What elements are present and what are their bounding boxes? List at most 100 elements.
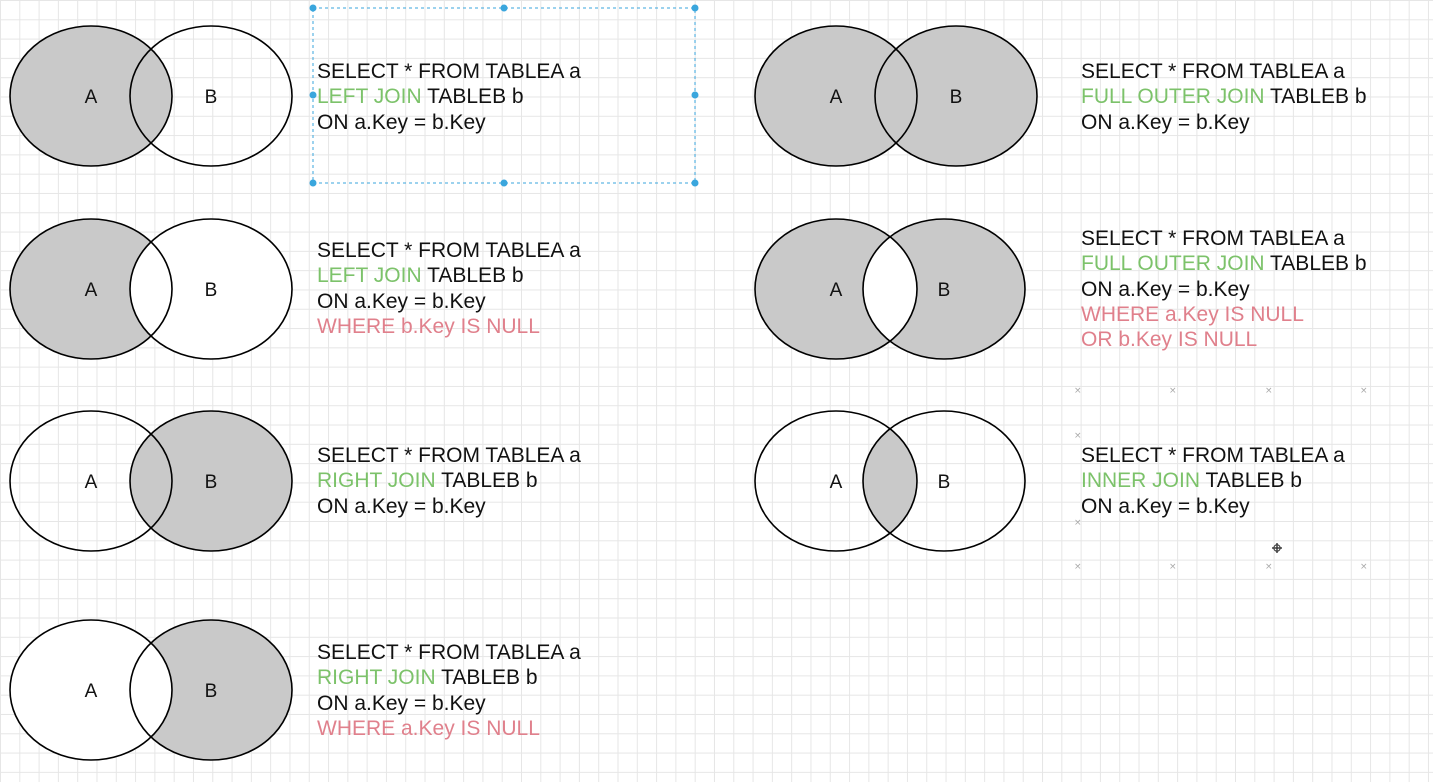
circle-b-outline [129, 218, 293, 360]
selection-box[interactable] [309, 4, 699, 187]
resize-handle-bottom-left[interactable] [309, 179, 317, 187]
shaded-set-b [130, 620, 292, 760]
sql-line: RIGHT JOIN TABLEB b [317, 468, 581, 493]
set-b-label: B [205, 280, 218, 301]
circle-b-outline [862, 218, 1026, 360]
sql-text: TABLEB b [1264, 85, 1367, 109]
join-keyword: INNER JOIN [1081, 469, 1201, 493]
sql-line: SELECT * FROM TABLEA a [1081, 443, 1345, 468]
sql-line: LEFT JOIN TABLEB b [317, 263, 581, 288]
grid-marker: × [1074, 431, 1082, 441]
sql-line: ON a.Key = b.Key [317, 289, 581, 314]
where-clause: WHERE a.Key IS NULL [317, 716, 540, 740]
set-b-label: B [950, 87, 963, 108]
unshaded-set-b [130, 219, 292, 359]
sql-line: ON a.Key = b.Key [317, 691, 581, 716]
sql-line: SELECT * FROM TABLEA a [317, 443, 581, 468]
sql-text: ON a.Key = b.Key [317, 494, 486, 518]
resize-handle-top-right[interactable] [691, 4, 699, 12]
sql-text: TABLEB b [1264, 252, 1367, 276]
sql-line: SELECT * FROM TABLEA a [317, 238, 581, 263]
move-cursor-icon [1272, 543, 1282, 553]
resize-handle-bottom-right[interactable] [691, 179, 699, 187]
shaded-set-b [130, 411, 292, 551]
sql-line: WHERE a.Key IS NULL [317, 716, 581, 741]
sql-line: ON a.Key = b.Key [317, 494, 581, 519]
set-a-label: A [830, 280, 843, 301]
sql-text: ON a.Key = b.Key [1081, 110, 1250, 134]
join-keyword: LEFT JOIN [317, 264, 422, 288]
sql-text: TABLEB b [435, 469, 538, 493]
set-b-label: B [205, 87, 218, 108]
resize-handle-left[interactable] [309, 91, 317, 99]
sql-line: FULL OUTER JOIN TABLEB b [1081, 84, 1367, 109]
grid-marker: × [1169, 386, 1177, 396]
where-clause: WHERE a.Key IS NULL [1081, 302, 1304, 326]
join-keyword: FULL OUTER JOIN [1081, 85, 1265, 109]
sql-line: SELECT * FROM TABLEA a [317, 59, 581, 84]
resize-handle-right[interactable] [691, 91, 699, 99]
set-a-label: A [830, 87, 843, 108]
sql-text: TABLEB b [421, 85, 524, 109]
grid-marker: × [1360, 562, 1368, 572]
circle-b-outline [129, 25, 293, 167]
set-b-label: B [205, 681, 218, 702]
circle-a-outline [9, 410, 173, 552]
circle-b-outline [129, 619, 293, 761]
circle-b-outline [862, 410, 1026, 552]
sql-text: SELECT * FROM TABLEA a [1081, 444, 1345, 467]
join-keyword: LEFT JOIN [317, 85, 422, 109]
sql-text: SELECT * FROM TABLEA a [317, 641, 581, 664]
grid-marker: × [1074, 386, 1082, 396]
resize-handle-top-left[interactable] [309, 4, 317, 12]
shaded-set-a [10, 219, 172, 359]
sql-text: TABLEB b [421, 264, 524, 288]
sql-line: RIGHT JOIN TABLEB b [317, 665, 581, 690]
sql-line: ON a.Key = b.Key [1081, 277, 1367, 302]
resize-handle-top[interactable] [500, 4, 508, 12]
where-clause: OR b.Key IS NULL [1081, 328, 1258, 352]
resize-handle-bottom[interactable] [500, 179, 508, 187]
set-a-label: A [85, 472, 98, 493]
grid-marker: × [1074, 518, 1082, 528]
set-a-label: A [830, 472, 843, 493]
sql-line: ON a.Key = b.Key [1081, 494, 1345, 519]
shaded-intersection [863, 411, 917, 551]
grid-marker: × [1265, 562, 1273, 572]
sql-line: LEFT JOIN TABLEB b [317, 84, 581, 109]
set-b-label: B [938, 472, 951, 493]
unshaded-intersection [863, 219, 917, 359]
sql-line: SELECT * FROM TABLEA a [1081, 226, 1367, 251]
circle-b-outline [874, 25, 1038, 167]
join-keyword: FULL OUTER JOIN [1081, 252, 1265, 276]
sql-line: FULL OUTER JOIN TABLEB b [1081, 251, 1367, 276]
sql-line: WHERE a.Key IS NULL [1081, 302, 1367, 327]
sql-text: TABLEB b [1200, 469, 1302, 493]
set-b-label: B [938, 280, 951, 301]
sql-text: ON a.Key = b.Key [317, 110, 486, 134]
circle-a-outline [9, 25, 173, 167]
join-keyword: RIGHT JOIN [317, 666, 436, 690]
join-keyword: RIGHT JOIN [317, 469, 436, 493]
circle-b-outline [129, 410, 293, 552]
sql-text: SELECT * FROM TABLEA a [1081, 227, 1345, 250]
unshaded-set-a [10, 620, 172, 760]
sql-text: ON a.Key = b.Key [317, 691, 486, 715]
grid-marker: × [1169, 562, 1177, 572]
